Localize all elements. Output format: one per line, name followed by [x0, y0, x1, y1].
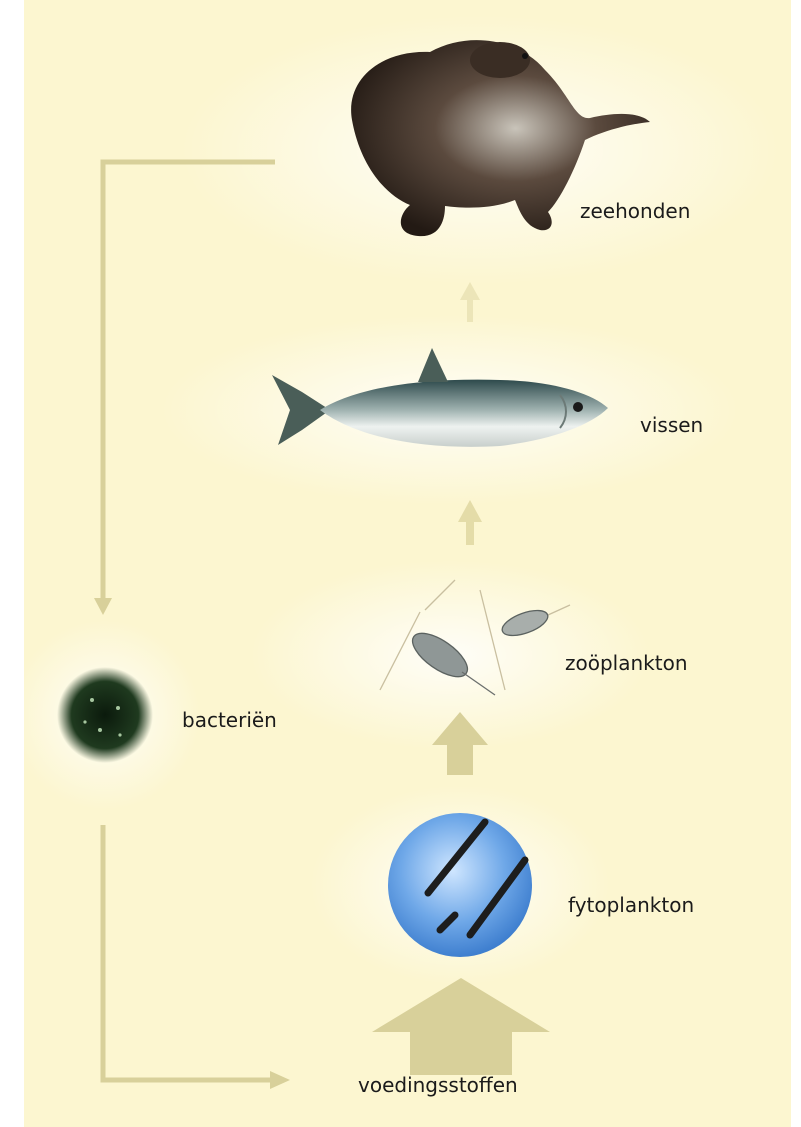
label-phytoplankton: fytoplankton — [568, 893, 694, 917]
label-nutrients: voedingsstoffen — [358, 1073, 518, 1097]
label-fish: vissen — [640, 413, 703, 437]
bacteria-illustration — [57, 667, 153, 763]
label-seals: zeehonden — [580, 199, 690, 223]
label-zooplankton: zoöplankton — [565, 651, 688, 675]
phytoplankton-illustration — [388, 813, 532, 957]
label-bacteria: bacteriën — [182, 708, 277, 732]
